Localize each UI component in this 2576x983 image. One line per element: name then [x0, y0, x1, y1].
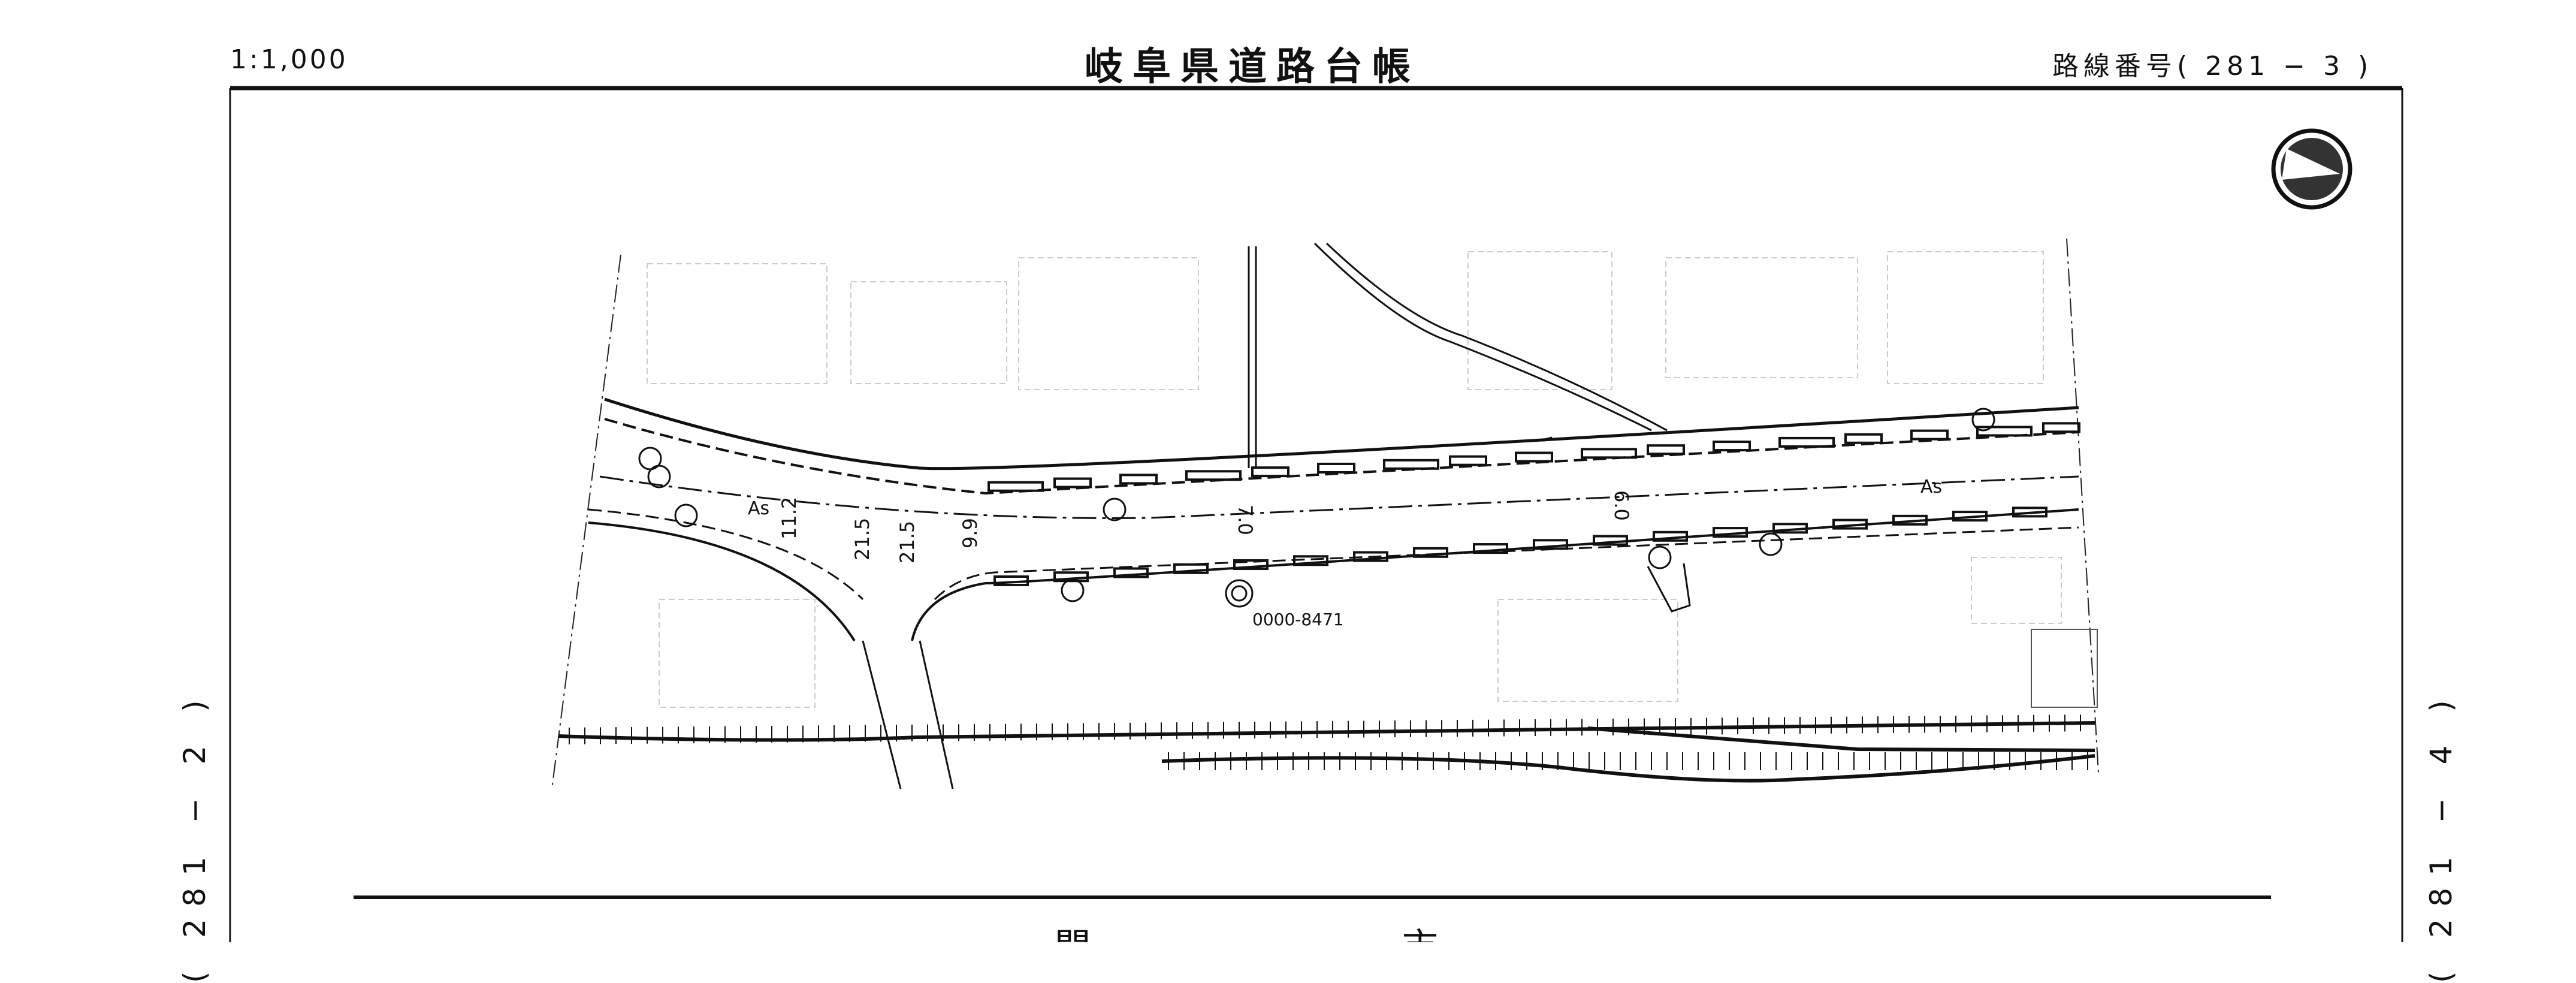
- tree-icon: [1061, 578, 1085, 602]
- planter-strip: [1844, 433, 1883, 444]
- tree-icon: [1648, 545, 1672, 569]
- building-outlines: [647, 251, 2098, 708]
- side-streets: [862, 242, 1691, 789]
- planter-strip: [1251, 466, 1289, 478]
- planter-strip: [1653, 530, 1688, 542]
- tree-icon: [647, 465, 671, 489]
- tree-icon: [1103, 497, 1127, 521]
- pavement-label: As: [1920, 477, 1942, 497]
- planter-strip: [1413, 547, 1448, 558]
- planter-strip: [1515, 451, 1553, 463]
- tree-icon: [1759, 532, 1783, 556]
- planter-strip: [1647, 444, 1685, 456]
- planter-strip: [1353, 551, 1388, 562]
- planter-strip: [2012, 506, 2047, 518]
- width-label: 11.2: [778, 497, 801, 539]
- planter-strip: [1317, 462, 1355, 474]
- planter-strip: [1053, 571, 1089, 583]
- planter-strip: [1772, 523, 1808, 534]
- main-road: [588, 397, 2079, 642]
- route-number-value: ( 281 − 3 ): [2177, 51, 2373, 82]
- planter-strip: [1952, 511, 1988, 522]
- map-boundary-right: [2066, 238, 2099, 773]
- planter-strip: [1892, 514, 1928, 526]
- road-map: As As 11.2 21.5 21.5 9.9 7.0 6.0 0000-84…: [229, 86, 2403, 942]
- railway: [558, 714, 2095, 783]
- pavement-label: As: [748, 498, 769, 519]
- planter-strips: [987, 422, 2080, 586]
- map-scale: 1:1,000: [230, 44, 348, 75]
- municipality-char: 関: [1055, 926, 1091, 942]
- planter-strip: [2042, 422, 2080, 433]
- tree-icon: [674, 503, 698, 527]
- planter-strip: [1581, 448, 1637, 459]
- route-number-label: 路線番号: [2052, 51, 2177, 82]
- north-arrow-icon: [2271, 128, 2352, 210]
- route-number: 路線番号( 281 − 3 ): [2052, 44, 2373, 83]
- planter-strip: [1910, 429, 1949, 441]
- planter-strip: [1832, 518, 1868, 530]
- planter-strip: [1473, 543, 1508, 554]
- width-label: 21.5: [851, 518, 874, 560]
- planter-strip: [1449, 455, 1487, 466]
- map-boundary-left: [551, 254, 621, 789]
- planter-strip: [1185, 470, 1242, 481]
- width-label: 6.0: [1610, 490, 1633, 521]
- manhole-icon: [1225, 579, 1254, 608]
- tree-markers: [638, 408, 1995, 602]
- facility-id-label: 0000-8471: [1252, 610, 1344, 629]
- planter-strip: [987, 481, 1044, 492]
- planter-strip: [1173, 563, 1209, 574]
- planter-strip: [1119, 474, 1158, 485]
- width-label: 7.0: [1234, 505, 1257, 535]
- planter-strip: [1053, 477, 1092, 489]
- width-label: 9.9: [959, 518, 982, 548]
- planter-strip: [1233, 559, 1269, 571]
- municipality-char: 市: [1402, 926, 1438, 942]
- planter-strip: [1713, 527, 1748, 538]
- width-label: 21.5: [896, 521, 919, 563]
- tree-icon: [1971, 408, 1995, 432]
- planter-strip: [1593, 535, 1628, 546]
- planter-strip: [1113, 567, 1149, 578]
- page-title: 岐阜県道路台帳: [1085, 45, 1420, 89]
- planter-strip: [1976, 426, 2033, 437]
- planter-strip: [1533, 539, 1568, 550]
- planter-strip: [993, 575, 1029, 586]
- planter-strip: [1383, 459, 1439, 470]
- planter-strip: [1778, 436, 1835, 448]
- planter-strip: [1293, 555, 1328, 566]
- planter-strip: [1713, 441, 1751, 452]
